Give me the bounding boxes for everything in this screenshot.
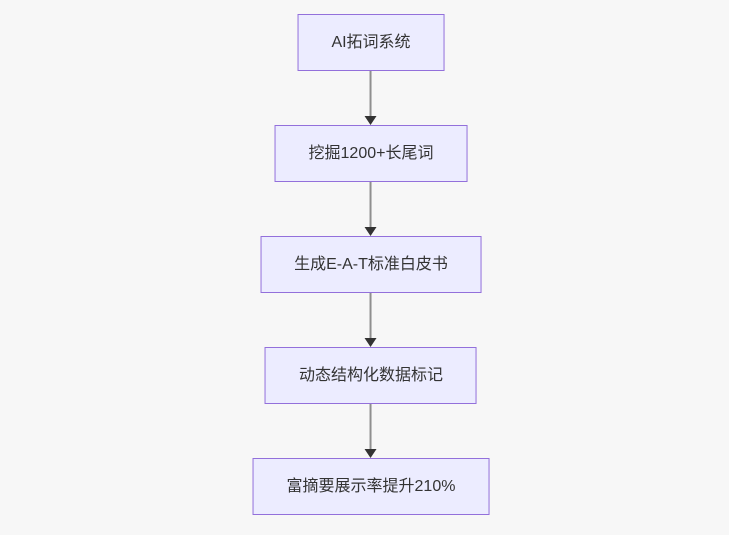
flow-node-eat-whitepaper: 生成E-A-T标准白皮书	[260, 236, 482, 293]
flow-node-structured-data-markup: 动态结构化数据标记	[264, 347, 477, 404]
arrow-line	[370, 293, 372, 338]
arrowhead-icon	[365, 338, 377, 347]
flow-node-label: 挖掘1200+长尾词	[308, 145, 434, 162]
flow-arrow-3	[365, 293, 377, 347]
flowchart-column: AI拓词系统 挖掘1200+长尾词 生成E-A-T标准白皮书 动态结构化数据标记	[252, 14, 490, 515]
flow-node-longtail-mining: 挖掘1200+长尾词	[274, 125, 468, 182]
flow-arrow-1	[365, 71, 377, 125]
flow-node-label: AI拓词系统	[331, 34, 411, 51]
flow-arrow-4	[365, 404, 377, 458]
arrowhead-icon	[365, 227, 377, 236]
arrowhead-icon	[365, 449, 377, 458]
flow-arrow-2	[365, 182, 377, 236]
arrow-line	[370, 182, 372, 227]
flow-node-label: 动态结构化数据标记	[298, 367, 443, 384]
flow-node-label: 生成E-A-T标准白皮书	[294, 256, 448, 273]
flow-node-ai-keyword-system: AI拓词系统	[297, 14, 445, 71]
arrow-line	[370, 71, 372, 116]
flow-node-label: 富摘要展示率提升210%	[286, 478, 456, 495]
arrowhead-icon	[365, 116, 377, 125]
flow-node-rich-snippet-uplift: 富摘要展示率提升210%	[252, 458, 490, 515]
arrow-line	[370, 404, 372, 449]
